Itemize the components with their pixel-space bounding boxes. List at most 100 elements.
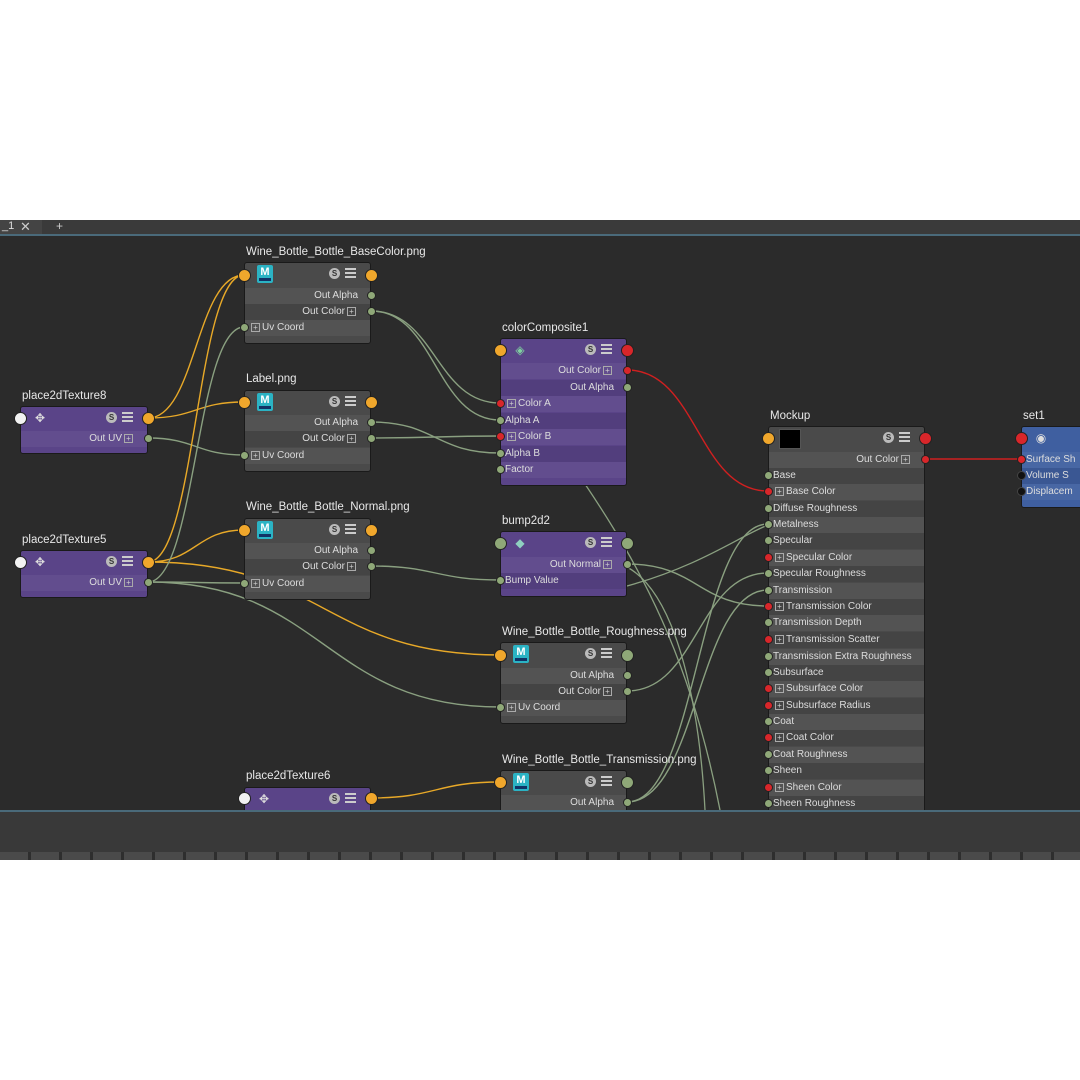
expand-icon[interactable]: +	[347, 433, 356, 443]
output-port[interactable]	[366, 545, 376, 555]
solo-button[interactable]: S	[329, 268, 340, 279]
node-output-port[interactable]	[364, 268, 378, 282]
attr-row[interactable]: Sheen Roughness	[769, 796, 924, 810]
list-icon[interactable]	[601, 343, 612, 355]
attr-row[interactable]: Alpha B	[501, 446, 626, 462]
attr-row[interactable]: +Specular Color	[769, 550, 924, 566]
input-port[interactable]	[763, 552, 773, 562]
solo-button[interactable]: S	[585, 648, 596, 659]
attr-row[interactable]: Coat	[769, 714, 924, 730]
connection-normal-bump[interactable]	[370, 565, 501, 581]
expand-icon[interactable]: +	[775, 782, 784, 792]
expand-icon[interactable]: +	[775, 683, 784, 693]
solo-button[interactable]: S	[329, 396, 340, 407]
output-port[interactable]	[622, 559, 632, 569]
attr-row[interactable]: +Color B	[501, 429, 626, 445]
expand-icon[interactable]: +	[251, 322, 260, 332]
attr-row[interactable]: Displacem	[1022, 484, 1080, 500]
input-port[interactable]	[763, 519, 773, 529]
attr-row[interactable]: Factor	[501, 462, 626, 478]
list-icon[interactable]	[345, 395, 356, 407]
output-port[interactable]	[622, 686, 632, 696]
attr-row[interactable]: +Transmission Color	[769, 599, 924, 615]
attr-row[interactable]: Metalness	[769, 517, 924, 533]
node-output-port[interactable]	[141, 411, 155, 425]
connection-label-alpha[interactable]	[370, 421, 501, 454]
expand-icon[interactable]: +	[901, 454, 910, 464]
expand-icon[interactable]: +	[347, 306, 356, 316]
input-port[interactable]	[763, 765, 773, 775]
connection-roughness-mockup[interactable]	[626, 572, 769, 692]
node-output-port[interactable]	[364, 523, 378, 537]
solo-button[interactable]: S	[883, 432, 894, 443]
attr-row[interactable]: +Uv Coord	[245, 448, 370, 464]
expand-icon[interactable]: +	[251, 578, 260, 588]
list-icon[interactable]	[345, 267, 356, 279]
input-port[interactable]	[763, 535, 773, 545]
node-output-port[interactable]	[918, 431, 932, 445]
attr-row[interactable]: Volume S	[1022, 468, 1080, 484]
input-port[interactable]	[1016, 470, 1026, 480]
attr-row[interactable]: Out Color+	[245, 304, 370, 320]
attr-row[interactable]: +Subsurface Color	[769, 681, 924, 697]
input-port[interactable]	[763, 716, 773, 726]
input-port[interactable]	[763, 634, 773, 644]
node-input-port[interactable]	[237, 268, 251, 282]
solo-button[interactable]: S	[585, 344, 596, 355]
output-port[interactable]	[143, 577, 153, 587]
node-output-port[interactable]	[364, 791, 378, 805]
node-output-port[interactable]	[141, 555, 155, 569]
connection-place5-roughness-uv[interactable]	[147, 581, 501, 708]
attr-row[interactable]: +Transmission Scatter	[769, 632, 924, 648]
attr-row[interactable]: Out Color+	[245, 559, 370, 575]
input-port[interactable]	[763, 568, 773, 578]
node-input-port[interactable]	[13, 411, 27, 425]
attr-row[interactable]: Out Color+	[501, 363, 626, 379]
input-port[interactable]	[763, 667, 773, 677]
solo-button[interactable]: S	[329, 793, 340, 804]
node-input-port[interactable]	[493, 775, 507, 789]
expand-icon[interactable]: +	[775, 486, 784, 496]
attr-row[interactable]: Out UV+	[21, 431, 147, 447]
attr-row[interactable]: Alpha A	[501, 413, 626, 429]
input-port[interactable]	[495, 415, 505, 425]
expand-icon[interactable]: +	[507, 398, 516, 408]
node-input-port[interactable]	[13, 555, 27, 569]
connection-transmission-metal[interactable]	[626, 523, 769, 803]
expand-icon[interactable]: +	[124, 577, 133, 587]
attr-row[interactable]: Specular	[769, 533, 924, 549]
node-input-port[interactable]	[237, 395, 251, 409]
list-icon[interactable]	[601, 647, 612, 659]
attr-row[interactable]: +Uv Coord	[501, 700, 626, 716]
attr-row[interactable]: Coat Roughness	[769, 747, 924, 763]
input-port[interactable]	[239, 450, 249, 460]
connection-transmission-mockup[interactable]	[626, 589, 769, 803]
attr-row[interactable]: Out Color+	[769, 452, 924, 468]
output-port[interactable]	[143, 433, 153, 443]
attr-row[interactable]: +Subsurface Radius	[769, 698, 924, 714]
attr-row[interactable]: Out Alpha	[501, 795, 626, 810]
node-output-port[interactable]	[620, 536, 634, 550]
list-icon[interactable]	[122, 411, 133, 423]
node-output-port[interactable]	[620, 343, 634, 357]
input-port[interactable]	[763, 617, 773, 627]
input-port[interactable]	[495, 575, 505, 585]
node-input-port[interactable]	[237, 791, 251, 805]
add-tab-button[interactable]: +	[56, 220, 64, 233]
expand-icon[interactable]: +	[251, 450, 260, 460]
input-port[interactable]	[763, 732, 773, 742]
attr-row[interactable]: Sheen	[769, 763, 924, 779]
connection-place5-roughness[interactable]	[147, 561, 501, 656]
input-port[interactable]	[763, 585, 773, 595]
expand-icon[interactable]: +	[507, 431, 516, 441]
node-output-port[interactable]	[620, 775, 634, 789]
